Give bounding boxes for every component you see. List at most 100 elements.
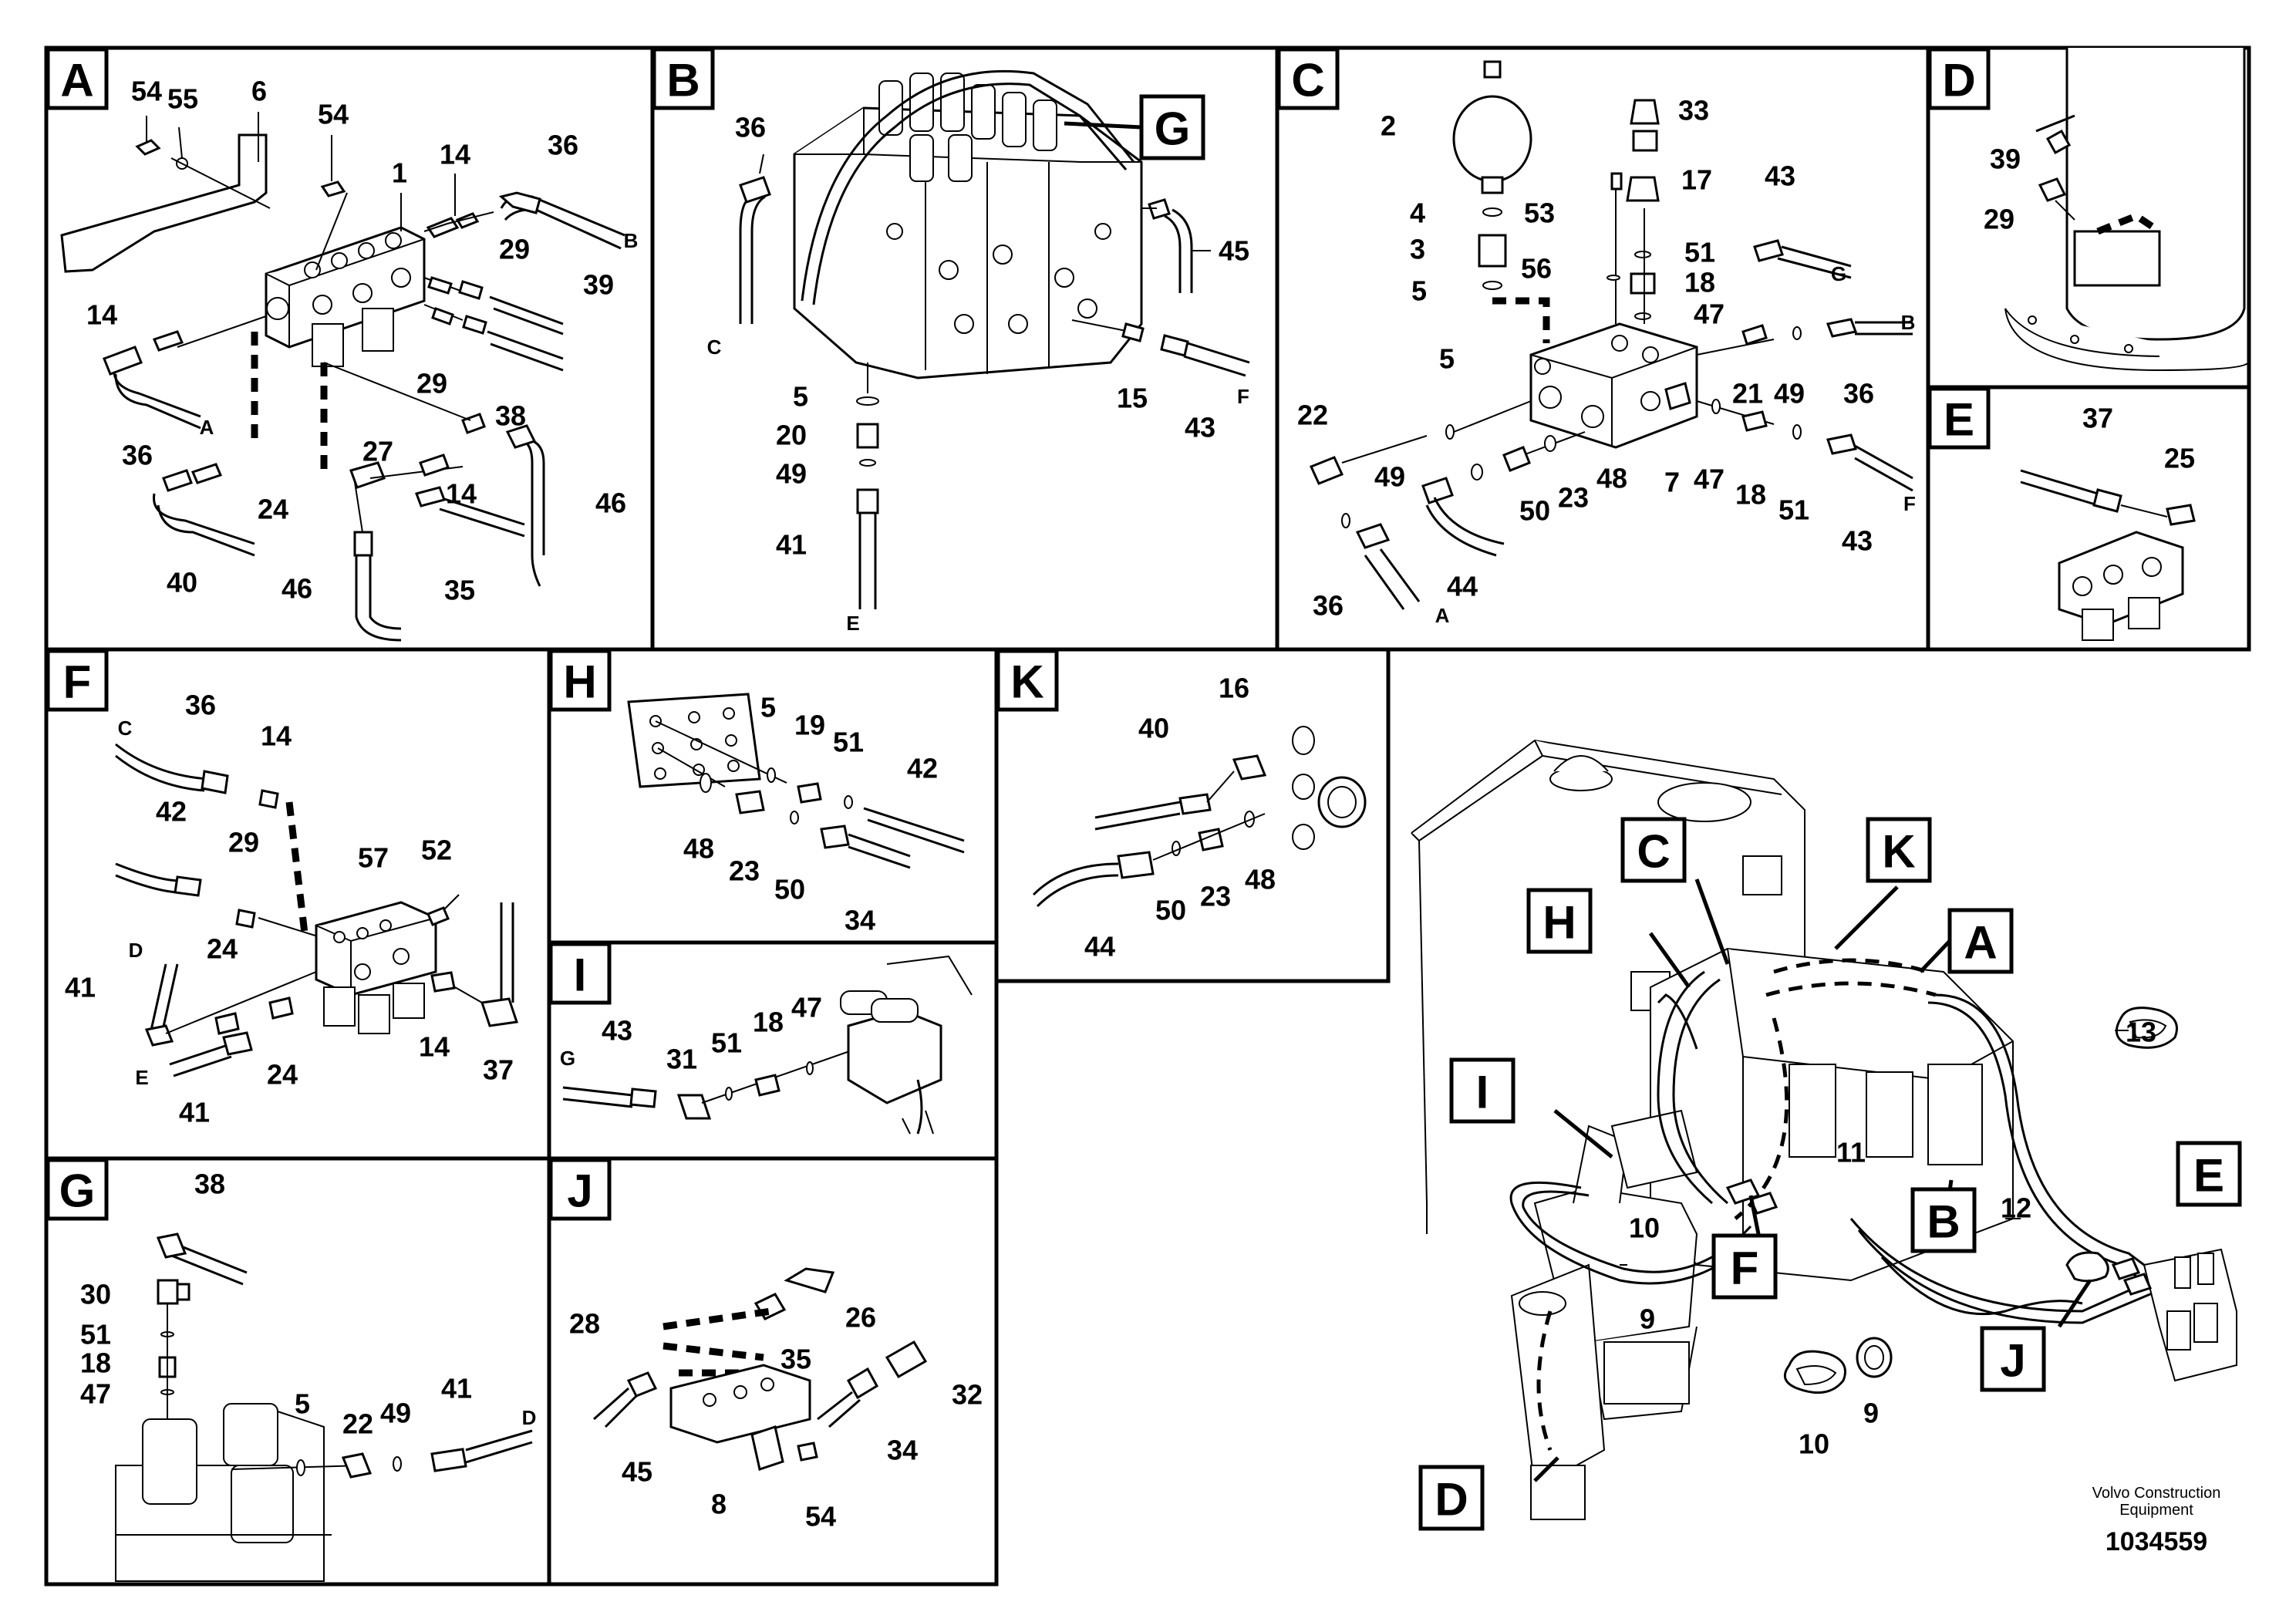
svg-text:I: I bbox=[1476, 1067, 1489, 1118]
svg-text:H: H bbox=[1542, 897, 1576, 949]
callout: 3 bbox=[1410, 234, 1425, 265]
panel-h-drawing bbox=[627, 693, 965, 869]
svg-text:E: E bbox=[2193, 1150, 2224, 1202]
callout: E bbox=[846, 612, 859, 635]
credit-line-1: Volvo Construction bbox=[2092, 1485, 2221, 1502]
panel-i-label: I bbox=[574, 949, 587, 1001]
callout: 28 bbox=[569, 1308, 600, 1340]
callout: 24 bbox=[267, 1059, 298, 1091]
callout: 37 bbox=[483, 1054, 514, 1086]
callout: D bbox=[129, 939, 143, 962]
callout: 46 bbox=[595, 487, 626, 519]
callout: 1 bbox=[392, 157, 407, 189]
callout: 44 bbox=[1084, 931, 1115, 963]
callout: 47 bbox=[791, 992, 822, 1023]
callout: 51 bbox=[80, 1319, 111, 1351]
panel-b-label: B bbox=[666, 55, 700, 106]
callout: 48 bbox=[1596, 463, 1627, 494]
svg-text:G: G bbox=[1155, 103, 1191, 155]
callout: 25 bbox=[2164, 443, 2195, 474]
credit-line-2: Equipment bbox=[2119, 1502, 2193, 1519]
overview-num-10-lower: 10 bbox=[1799, 1428, 1829, 1460]
callout: 22 bbox=[342, 1408, 373, 1440]
panel-b-callouts: 36 C 45 5 20 49 41 E 15 43 F bbox=[707, 112, 1249, 636]
callout: 35 bbox=[444, 575, 475, 606]
overview-num-11: 11 bbox=[1836, 1137, 1866, 1168]
callout: 14 bbox=[446, 478, 477, 510]
callout: 18 bbox=[80, 1347, 111, 1379]
callout: 27 bbox=[362, 436, 393, 467]
panel-h-tag: H bbox=[548, 649, 612, 712]
panel-i-callouts: 43 51 18 47 G 31 bbox=[560, 992, 822, 1075]
callout: G bbox=[560, 1047, 575, 1070]
panel-k-tag: K bbox=[996, 649, 1059, 712]
callout: A bbox=[1435, 604, 1450, 627]
panel-e-drawing bbox=[2020, 469, 2196, 641]
svg-text:K: K bbox=[1882, 826, 1915, 878]
svg-text:J: J bbox=[2000, 1335, 2025, 1387]
panel-j-label: J bbox=[567, 1165, 592, 1217]
overview-tag-i: I bbox=[1449, 1057, 1515, 1124]
overview-drawing bbox=[1411, 739, 2237, 1520]
callout: F bbox=[1237, 385, 1249, 408]
callout: 41 bbox=[65, 972, 96, 1003]
callout: 48 bbox=[1245, 864, 1276, 895]
overview-tag-d: D bbox=[1418, 1465, 1485, 1531]
callout: 14 bbox=[86, 299, 117, 331]
callout: 43 bbox=[1765, 160, 1795, 192]
callout: 5 bbox=[1411, 275, 1427, 307]
callout: 23 bbox=[729, 855, 760, 887]
overview-num-13: 13 bbox=[2126, 1017, 2156, 1048]
callout: C bbox=[118, 717, 133, 740]
callout: 52 bbox=[421, 835, 452, 866]
callout: 18 bbox=[1735, 479, 1766, 511]
callout: 34 bbox=[845, 905, 875, 936]
panel-e-label: E bbox=[1944, 394, 1974, 446]
panel-f-callouts: C 36 14 42 29 57 52 D 41 24 E 41 24 14 3… bbox=[65, 690, 514, 1128]
bracket-part bbox=[60, 133, 268, 273]
panel-a-label: A bbox=[60, 55, 93, 106]
callout: 45 bbox=[622, 1456, 652, 1488]
panel-j-callouts: 26 28 35 32 45 34 8 54 bbox=[569, 1302, 983, 1533]
panel-b-g-callout: G bbox=[1139, 94, 1205, 160]
panel-a-tag: A bbox=[46, 47, 109, 110]
callout: 54 bbox=[318, 99, 349, 130]
panel-g-tag: G bbox=[46, 1158, 109, 1221]
accumulator bbox=[1452, 95, 1532, 183]
callout: 40 bbox=[167, 567, 197, 599]
callout: 23 bbox=[1200, 881, 1231, 912]
callout: 35 bbox=[781, 1344, 811, 1375]
callout: 19 bbox=[794, 710, 825, 741]
callout: 41 bbox=[441, 1373, 472, 1404]
callout: 5 bbox=[1439, 343, 1455, 375]
callout: 57 bbox=[358, 842, 389, 874]
callout: 30 bbox=[80, 1279, 111, 1310]
panel-b-tag: B bbox=[652, 47, 715, 110]
callout: E bbox=[135, 1066, 148, 1089]
callout: 2 bbox=[1381, 110, 1396, 142]
callout: 20 bbox=[776, 420, 807, 451]
callout: 47 bbox=[80, 1378, 111, 1410]
drawing-number: 1034559 bbox=[2106, 1527, 2207, 1556]
callout: 5 bbox=[793, 381, 808, 413]
callout: 38 bbox=[495, 400, 526, 432]
callout: 49 bbox=[1374, 461, 1405, 493]
callout: 32 bbox=[952, 1379, 983, 1411]
panel-d-label: D bbox=[1942, 55, 1975, 106]
overview-callouts: C K H A I 13 11 10 B 12 E F 9 J 10 9 D bbox=[1418, 817, 2242, 1531]
callout: G bbox=[1831, 262, 1846, 285]
callout: 49 bbox=[380, 1398, 411, 1429]
callout: 36 bbox=[1843, 378, 1874, 410]
panel-b-drawing bbox=[739, 69, 1250, 609]
callout: C bbox=[707, 336, 722, 359]
callout: 43 bbox=[1842, 525, 1873, 557]
callout: B bbox=[1901, 311, 1916, 334]
svg-text:B: B bbox=[1927, 1196, 1960, 1248]
panel-j-tag: J bbox=[548, 1158, 612, 1221]
overview-tag-f: F bbox=[1711, 1233, 1778, 1300]
callout: 34 bbox=[887, 1435, 918, 1466]
callout: 36 bbox=[122, 440, 153, 471]
callout: 24 bbox=[258, 494, 288, 525]
panel-i-drawing bbox=[562, 955, 973, 1135]
